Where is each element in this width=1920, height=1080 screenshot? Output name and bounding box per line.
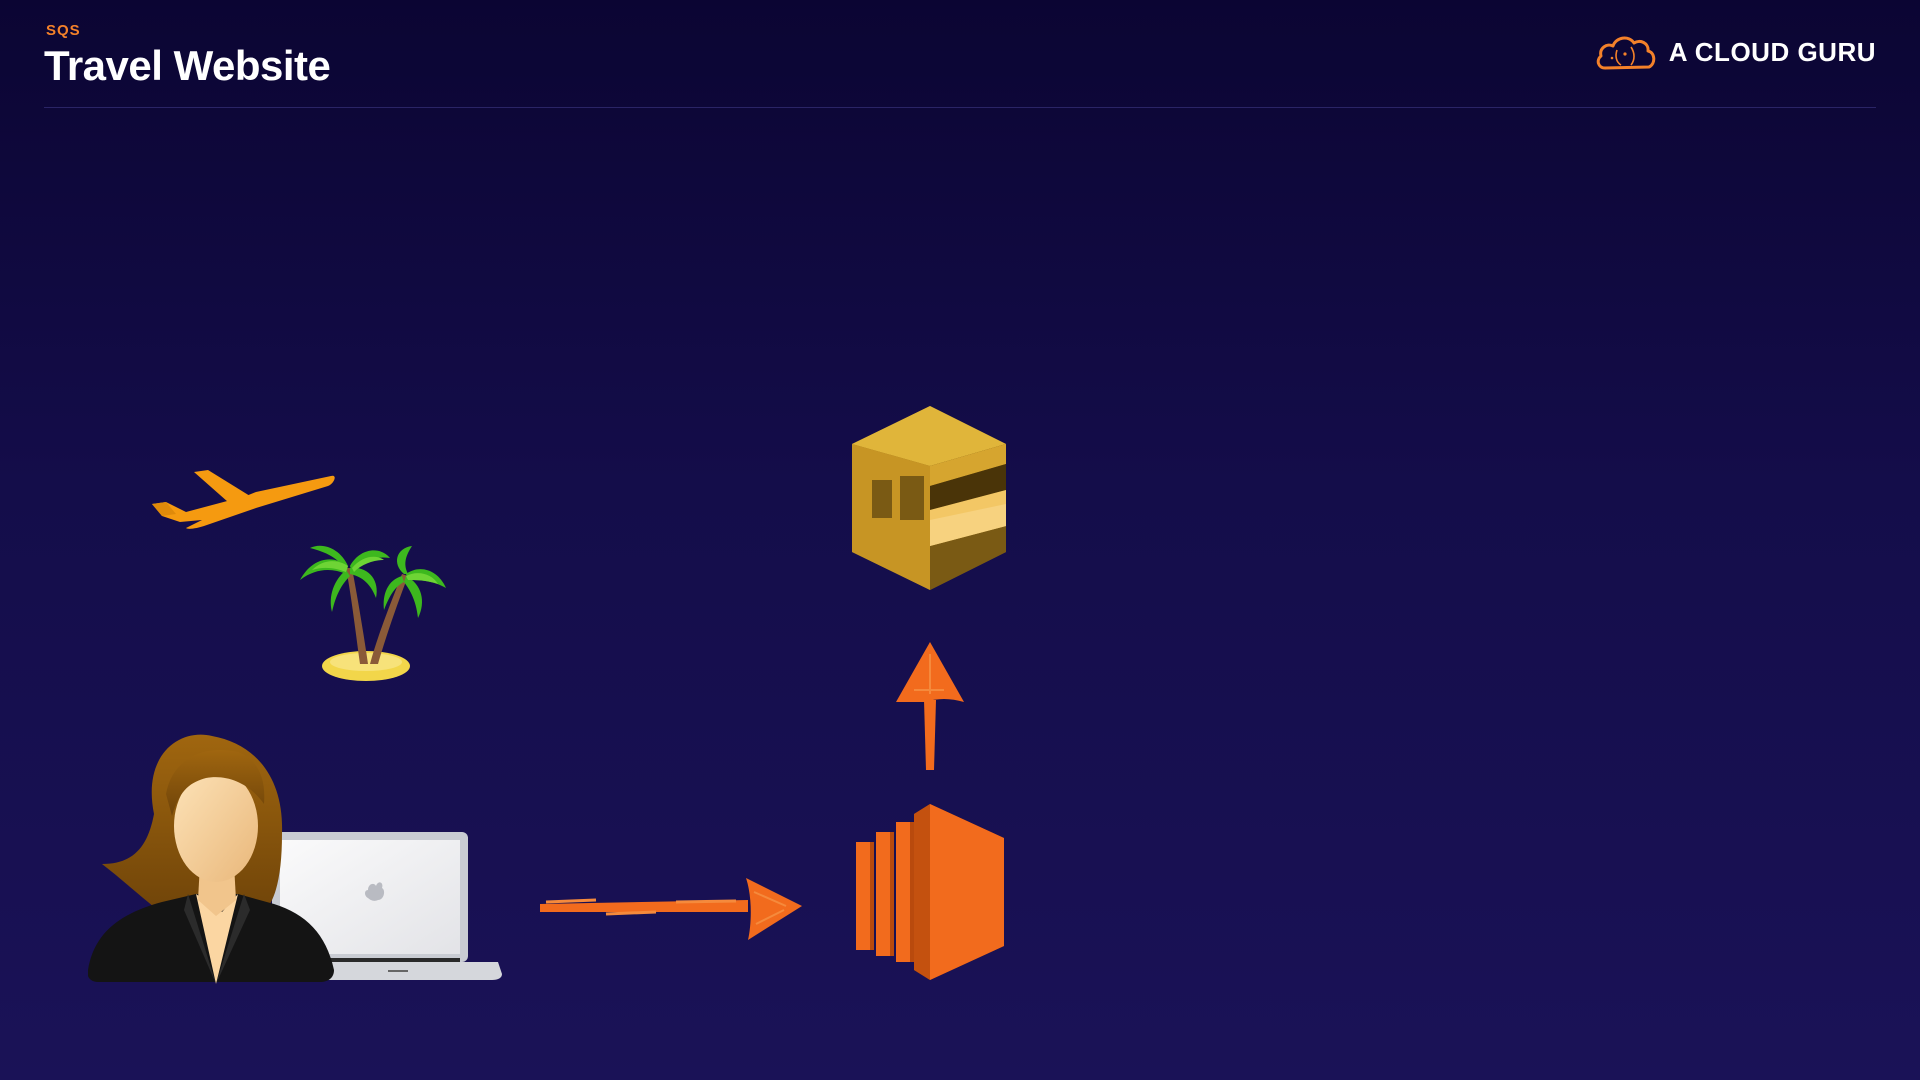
user-with-laptop-icon — [88, 734, 502, 984]
header-divider — [44, 107, 1876, 108]
arrow-ec2-to-sqs — [896, 642, 964, 770]
section-label: SQS — [46, 22, 81, 39]
aws-ec2-icon — [856, 804, 1004, 980]
brand-logo: A CLOUD GURU — [1595, 32, 1876, 72]
airplane-icon — [152, 470, 335, 529]
arrow-user-to-ec2 — [540, 878, 802, 940]
aws-sqs-icon — [852, 406, 1006, 590]
palm-island-icon — [300, 545, 446, 681]
brand-name: A CLOUD GURU — [1668, 36, 1876, 67]
cloud-logo-icon — [1596, 36, 1655, 70]
slide-title: Travel Website — [44, 42, 331, 89]
